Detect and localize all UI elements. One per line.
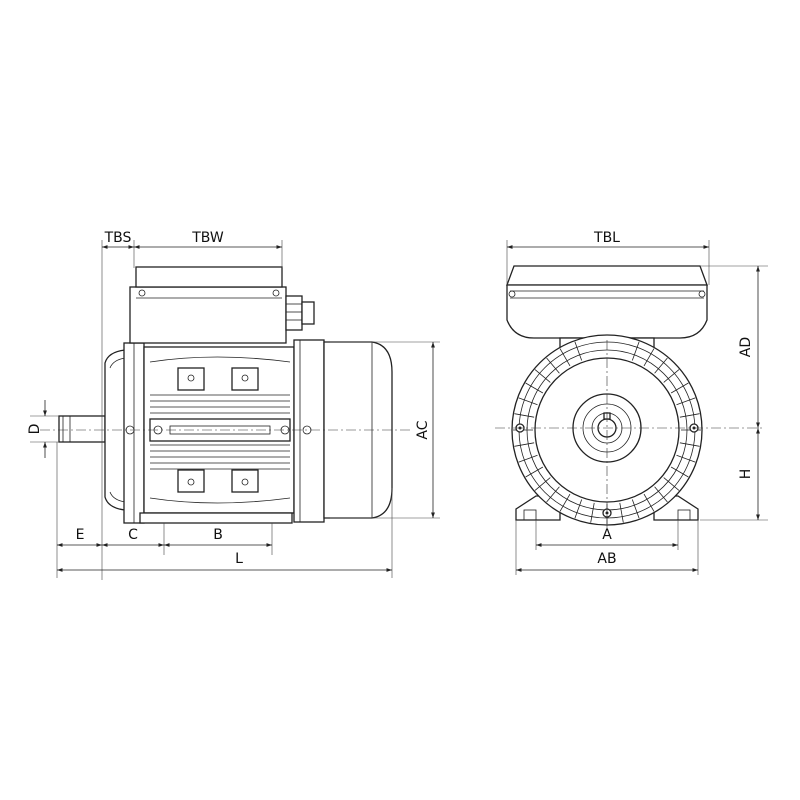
cooling-fin bbox=[679, 413, 700, 418]
cooling-fin bbox=[574, 499, 583, 519]
cooling-fin bbox=[676, 397, 696, 406]
front-end-shield bbox=[104, 342, 145, 524]
cooling-fin bbox=[534, 369, 551, 383]
h-label: H bbox=[738, 469, 754, 480]
tbl-label: TBL bbox=[593, 230, 620, 246]
ac-label: AC bbox=[415, 420, 431, 439]
cooling-fin bbox=[546, 357, 560, 374]
ad-label: AD bbox=[738, 337, 754, 357]
tbs-label: TBS bbox=[104, 230, 132, 246]
cooling-fin bbox=[525, 466, 544, 478]
c-label: C bbox=[128, 527, 138, 543]
side-view: TBS TBW AC D E C B L bbox=[27, 230, 440, 580]
e-label: E bbox=[76, 527, 85, 543]
front-view: TBL AD H A AB bbox=[495, 230, 768, 575]
cooling-fin bbox=[574, 341, 583, 361]
cooling-fin bbox=[663, 369, 680, 383]
cooling-fin bbox=[619, 502, 624, 523]
cooling-fin bbox=[654, 357, 668, 374]
cooling-fin bbox=[514, 442, 535, 447]
terminal-box bbox=[129, 266, 315, 344]
cooling-fin bbox=[654, 486, 668, 503]
cooling-fin bbox=[525, 382, 544, 394]
cooling-fin bbox=[514, 413, 535, 418]
cooling-fin bbox=[546, 486, 560, 503]
cooling-fin bbox=[559, 493, 571, 512]
a-label: A bbox=[602, 527, 612, 543]
cooling-fins bbox=[513, 341, 701, 524]
d-label: D bbox=[27, 424, 43, 435]
motor-shaft bbox=[58, 415, 106, 443]
cooling-fin bbox=[590, 502, 595, 523]
l-label: L bbox=[235, 551, 243, 567]
cooling-fin bbox=[631, 341, 640, 361]
b-label: B bbox=[213, 527, 223, 543]
cooling-fin bbox=[518, 454, 538, 463]
cooling-fin bbox=[518, 397, 538, 406]
cooling-fin bbox=[670, 466, 689, 478]
cooling-fin bbox=[643, 348, 655, 367]
cooling-fin bbox=[670, 382, 689, 394]
cooling-fin bbox=[643, 493, 655, 512]
cooling-fin bbox=[663, 477, 680, 491]
cooling-fin bbox=[559, 348, 571, 367]
cooling-fin bbox=[676, 454, 696, 463]
motor-foot bbox=[139, 512, 293, 524]
cooling-fin bbox=[679, 442, 700, 447]
cooling-fin bbox=[631, 499, 640, 519]
cooling-fin bbox=[534, 477, 551, 491]
rear-end-shield bbox=[293, 339, 325, 523]
ab-label: AB bbox=[597, 551, 616, 567]
tbw-label: TBW bbox=[191, 230, 224, 246]
